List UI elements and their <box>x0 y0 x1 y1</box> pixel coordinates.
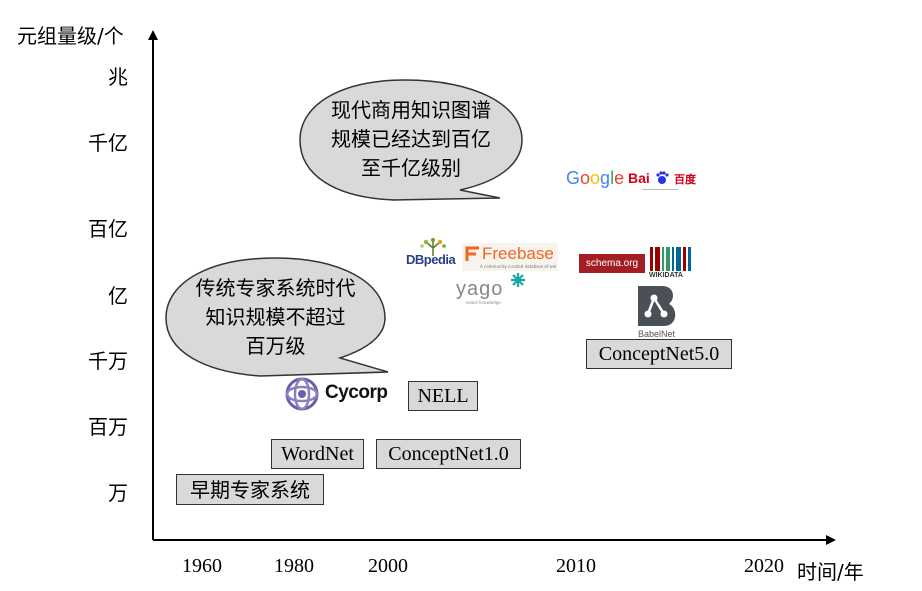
google-text: Google <box>566 168 624 188</box>
baidu-underline <box>642 189 678 190</box>
google-letter: e <box>614 168 625 188</box>
dbpedia-logo: DBpedia <box>406 238 464 270</box>
cycorp-logo: Cycorp <box>281 372 388 416</box>
y-tick-wan: 万 <box>108 481 128 505</box>
freebase-logo: Freebase A community-curated database of… <box>462 243 558 271</box>
bubble-traditional-shape <box>165 257 389 377</box>
dbpedia-tree-icon <box>420 238 446 256</box>
wikidata-logo: WIKIDATA <box>649 247 693 281</box>
babelnet-icon <box>638 286 676 326</box>
bubble-modern-line: 至千亿级别 <box>361 156 461 180</box>
bubble-modern-text: 现代商用知识图谱 规模已经达到百亿 至千亿级别 <box>300 96 522 183</box>
google-letter: l <box>610 168 615 188</box>
x-tick-2000: 2000 <box>368 555 408 577</box>
yago-tagline: select knowledge <box>466 300 501 305</box>
bubble-traditional-line: 知识规模不超过 <box>205 305 346 329</box>
google-letter: o <box>580 168 591 188</box>
x-tick-2020: 2020 <box>744 555 784 577</box>
yago-logo: yago select knowledge <box>456 272 528 306</box>
freebase-tagline: A community-curated database of well-kno… <box>480 264 556 269</box>
box-nell: NELL <box>408 381 478 411</box>
baidu-text-a: Bai <box>628 170 650 186</box>
box-conceptnet1: ConceptNet1.0 <box>376 439 521 469</box>
freebase-text: Freebase <box>482 244 554 263</box>
x-axis-arrow <box>826 535 836 545</box>
baidu-logo: Bai 百度 <box>628 168 696 190</box>
y-axis-label: 元组量级/个 <box>17 24 124 48</box>
freebase-f-icon <box>465 246 479 261</box>
x-tick-1960: 1960 <box>182 555 222 577</box>
bubble-traditional-line: 百万级 <box>245 334 306 358</box>
bubble-modern-line: 规模已经达到百亿 <box>331 127 491 151</box>
y-tick-qianyi: 千亿 <box>88 131 128 155</box>
cycorp-text: Cycorp <box>325 382 388 403</box>
yago-text: yago <box>456 278 504 300</box>
baidu-paw-icon <box>656 171 669 184</box>
wikidata-barcode-icon <box>650 247 691 271</box>
bubble-modern-line: 现代商用知识图谱 <box>331 98 491 122</box>
y-tick-baiyi: 百亿 <box>88 217 128 241</box>
box-early-expert-systems: 早期专家系统 <box>176 474 324 505</box>
y-tick-baiwan: 百万 <box>88 415 128 439</box>
wikidata-text: WIKIDATA <box>649 272 683 279</box>
yago-star-icon <box>511 273 525 287</box>
x-axis-label: 时间/年 <box>797 560 864 584</box>
schema-org-logo: schema.org <box>579 254 645 273</box>
box-conceptnet5: ConceptNet5.0 <box>586 339 732 369</box>
x-tick-1980: 1980 <box>274 555 314 577</box>
babelnet-logo: BabelNet <box>634 284 682 340</box>
google-letter: G <box>566 168 581 188</box>
cycorp-icon <box>285 377 319 411</box>
google-letter: g <box>600 168 611 188</box>
x-tick-2010: 2010 <box>556 555 596 577</box>
y-tick-zhao: 兆 <box>108 65 128 89</box>
y-tick-qianwan: 千万 <box>88 349 128 373</box>
bubble-modern-shape <box>299 79 523 201</box>
y-tick-yi: 亿 <box>108 284 128 308</box>
box-wordnet: WordNet <box>271 439 364 469</box>
google-letter: o <box>590 168 601 188</box>
baidu-text-b: 百度 <box>673 173 696 186</box>
google-logo: Google <box>566 168 624 189</box>
bubble-traditional-text: 传统专家系统时代 知识规模不超过 百万级 <box>166 274 385 361</box>
babelnet-text: BabelNet <box>638 329 676 339</box>
dbpedia-text: DBpedia <box>406 252 456 267</box>
bubble-traditional-line: 传统专家系统时代 <box>195 276 356 300</box>
y-axis-arrow <box>148 30 158 40</box>
